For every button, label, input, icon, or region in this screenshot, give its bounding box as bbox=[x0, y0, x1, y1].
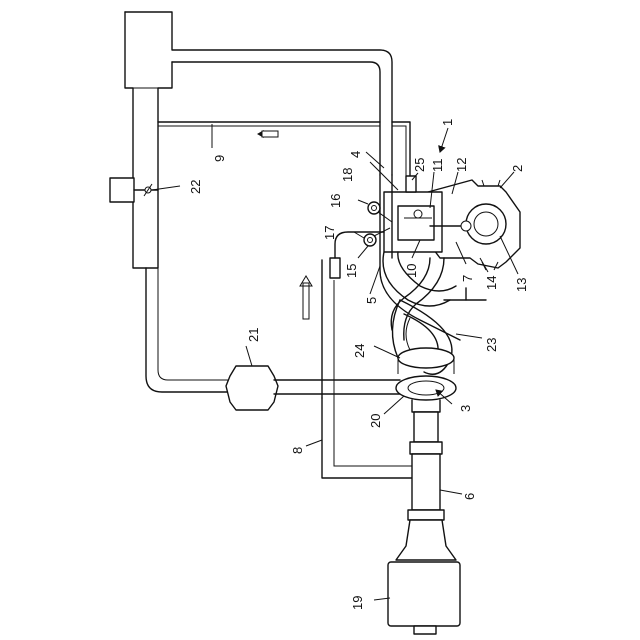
catalytic-converter-21 bbox=[226, 366, 400, 410]
pipe-to-catalyst bbox=[146, 268, 230, 392]
pipe-9 bbox=[158, 122, 410, 180]
label-6: 6 bbox=[462, 493, 477, 500]
label-1: 1 bbox=[440, 119, 455, 126]
label-4: 4 bbox=[348, 151, 363, 158]
label-3: 3 bbox=[458, 405, 473, 412]
generator-19 bbox=[388, 562, 460, 634]
label-25: 25 bbox=[412, 158, 427, 172]
flow-arrow-up bbox=[300, 276, 312, 319]
label-10: 10 bbox=[404, 264, 419, 278]
label-14: 14 bbox=[484, 276, 499, 290]
label-20: 20 bbox=[368, 414, 383, 428]
valve-22 bbox=[110, 178, 158, 202]
label-12: 12 bbox=[454, 158, 469, 172]
label-23: 23 bbox=[484, 338, 499, 352]
label-9: 9 bbox=[212, 155, 227, 162]
compressor-20 bbox=[396, 376, 456, 412]
label-15: 15 bbox=[344, 264, 359, 278]
label-2: 2 bbox=[510, 165, 525, 172]
label-11: 11 bbox=[430, 159, 445, 173]
label-17: 17 bbox=[322, 226, 337, 240]
label-19: 19 bbox=[350, 596, 365, 610]
sensor-25 bbox=[406, 176, 416, 192]
label-22: 22 bbox=[188, 180, 203, 194]
tank-assembly bbox=[125, 12, 392, 268]
label-18: 18 bbox=[340, 168, 355, 182]
turbine-24 bbox=[398, 348, 454, 374]
label-7: 7 bbox=[460, 275, 475, 282]
label-8: 8 bbox=[290, 447, 305, 454]
label-16: 16 bbox=[328, 194, 343, 208]
shaft-6 bbox=[396, 412, 456, 560]
label-24: 24 bbox=[352, 344, 367, 358]
label-13: 13 bbox=[514, 278, 529, 292]
label-21: 21 bbox=[246, 328, 261, 342]
label-5: 5 bbox=[364, 297, 379, 304]
